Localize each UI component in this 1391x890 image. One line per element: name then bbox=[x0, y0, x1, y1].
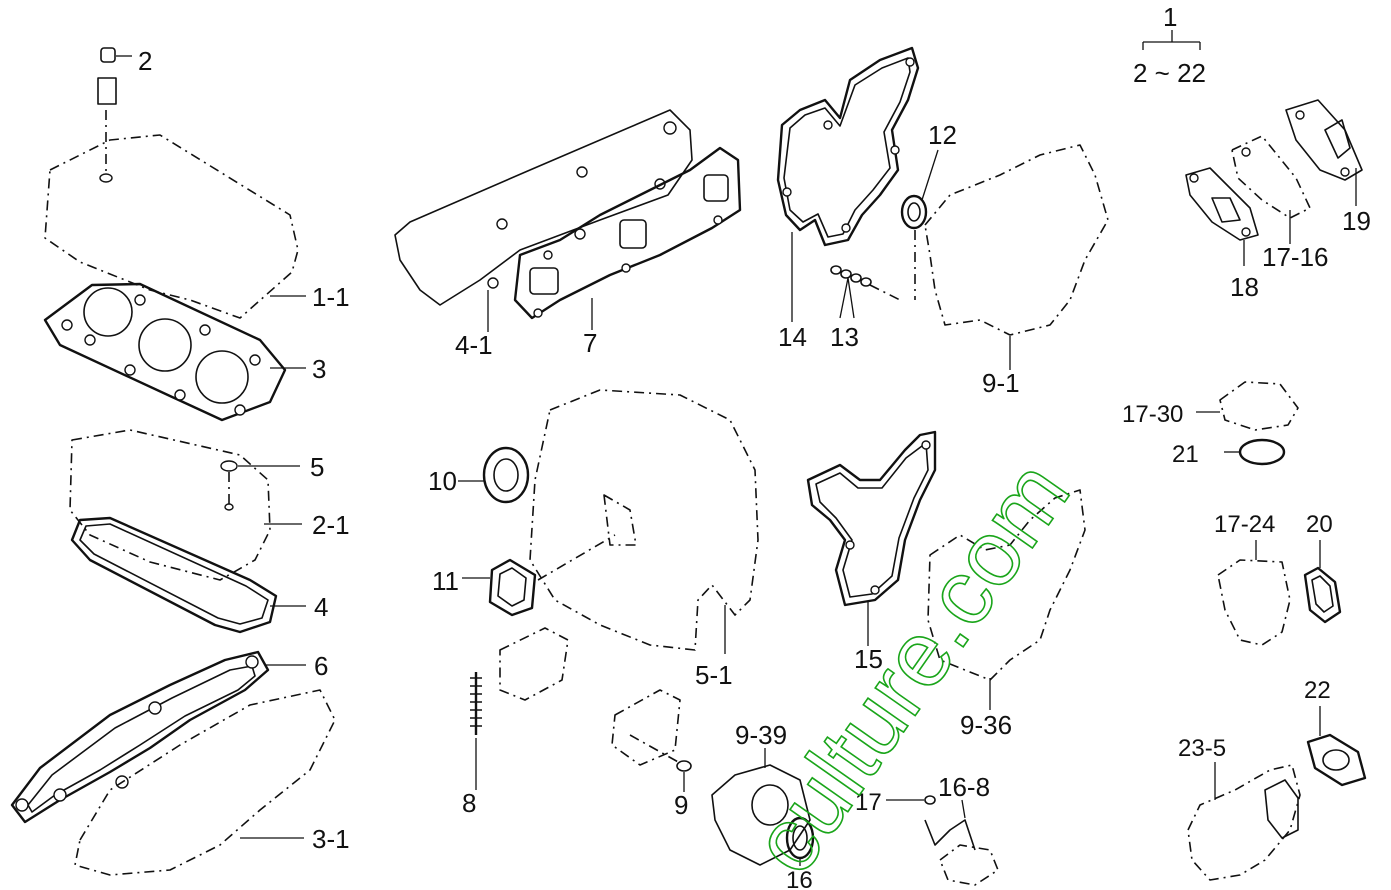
part-12-seal: 12 bbox=[900, 120, 957, 300]
callout-6: 6 bbox=[314, 651, 328, 681]
callout-9: 9 bbox=[674, 790, 688, 820]
callout-12: 12 bbox=[928, 120, 957, 150]
callout-range: 2 ~ 22 bbox=[1133, 58, 1206, 88]
callout-8: 8 bbox=[462, 788, 476, 818]
callout-10: 10 bbox=[428, 466, 457, 496]
part-20-small-gasket: 20 bbox=[1303, 511, 1342, 624]
part-5-1-block-gasket-set: 5-1 bbox=[529, 389, 759, 690]
callout-5-1: 5-1 bbox=[695, 660, 733, 690]
part-4-1-exhaust-manifold-gasket: 4-1 bbox=[394, 109, 693, 360]
watermark: culture.com bbox=[732, 443, 1090, 890]
part-9-plug: 9 bbox=[611, 689, 692, 820]
watermark-text: culture.com bbox=[733, 443, 1089, 890]
part-8-spring-pin: 8 bbox=[462, 627, 569, 818]
callout-16-8: 16-8 bbox=[938, 772, 990, 802]
part-3-cylinder-head-gasket: 3 bbox=[43, 282, 326, 422]
callout-9-36: 9-36 bbox=[960, 710, 1012, 740]
callout-16-a: 16 bbox=[786, 867, 813, 890]
part-17-24-housing-gasket: 17-24 bbox=[1214, 511, 1291, 646]
callout-9-1: 9-1 bbox=[982, 368, 1020, 398]
callout-1-1: 1-1 bbox=[312, 282, 350, 312]
part-6-manifold-gasket: 6 bbox=[10, 650, 328, 824]
callout-21: 21 bbox=[1172, 441, 1199, 468]
callout-15: 15 bbox=[854, 644, 883, 674]
callout-4: 4 bbox=[314, 592, 328, 622]
part-2-1-valve-cover-gasket-set: 5 2-1 bbox=[69, 429, 350, 581]
callout-19: 19 bbox=[1342, 206, 1371, 236]
callout-17-30: 17-30 bbox=[1122, 401, 1183, 428]
callout-2: 2 bbox=[138, 46, 152, 76]
part-17-30-thermostat-gasket: 17-30 bbox=[1122, 381, 1299, 431]
part-14-timing-cover-gasket: 14 bbox=[776, 46, 920, 352]
part-2-cap: 2 bbox=[97, 46, 152, 176]
callout-5: 5 bbox=[310, 452, 324, 482]
callout-20: 20 bbox=[1306, 511, 1333, 538]
part-9-36-gasket-set: 9-36 bbox=[927, 489, 1086, 740]
callout-2-1: 2-1 bbox=[312, 510, 350, 540]
callout-11: 11 bbox=[432, 566, 459, 596]
part-9-39-water-pump-gasket: 9-39 16 bbox=[711, 720, 815, 890]
callout-3-1: 3-1 bbox=[312, 824, 350, 854]
callout-4-1: 4-1 bbox=[455, 330, 493, 360]
callout-17: 17 bbox=[855, 789, 882, 816]
part-21-o-ring: 21 bbox=[1172, 438, 1286, 468]
callout-7: 7 bbox=[583, 328, 597, 358]
part-3-1-lower-gasket-set: 3-1 bbox=[74, 689, 350, 876]
callout-9-39: 9-39 bbox=[735, 720, 787, 750]
callout-23-5: 23-5 bbox=[1178, 735, 1226, 762]
part-4-rocker-cover-gasket: 4 bbox=[70, 516, 328, 634]
part-11-small-gasket: 11 bbox=[432, 558, 537, 617]
part-19-flange-gasket: 19 bbox=[1285, 99, 1371, 236]
part-13-bolts: 13 bbox=[830, 265, 901, 352]
part-10-oil-seal: 10 bbox=[428, 446, 530, 504]
callout-1: 1 bbox=[1163, 2, 1177, 32]
part-18-flange-gasket: 18 bbox=[1185, 167, 1259, 302]
callout-3: 3 bbox=[312, 354, 326, 384]
callout-22: 22 bbox=[1304, 677, 1331, 704]
part-15-rear-cover-gasket: 15 bbox=[806, 430, 937, 674]
part-16-8-oil-strainer-gasket: 17 16-8 bbox=[855, 772, 999, 886]
part-22-outlet-gasket: 22 bbox=[1304, 677, 1367, 787]
part-17-16-flange-gasket: 17-16 bbox=[1231, 135, 1329, 272]
callout-17-16: 17-16 bbox=[1262, 242, 1329, 272]
part-9-1-oil-pan-gasket-set: 9-1 bbox=[924, 144, 1109, 398]
callout-14: 14 bbox=[778, 322, 807, 352]
part-1-1-head-gasket-set: 1-1 bbox=[44, 134, 350, 319]
callout-18: 18 bbox=[1230, 272, 1259, 302]
callout-13: 13 bbox=[830, 322, 859, 352]
callout-17-24: 17-24 bbox=[1214, 511, 1275, 538]
part-23-5-outlet-gasket-set: 23-5 bbox=[1178, 735, 1301, 881]
part-7-intake-manifold-gasket: 7 bbox=[513, 146, 742, 358]
kit-bracket: 1 2 ~ 22 bbox=[1133, 2, 1206, 88]
